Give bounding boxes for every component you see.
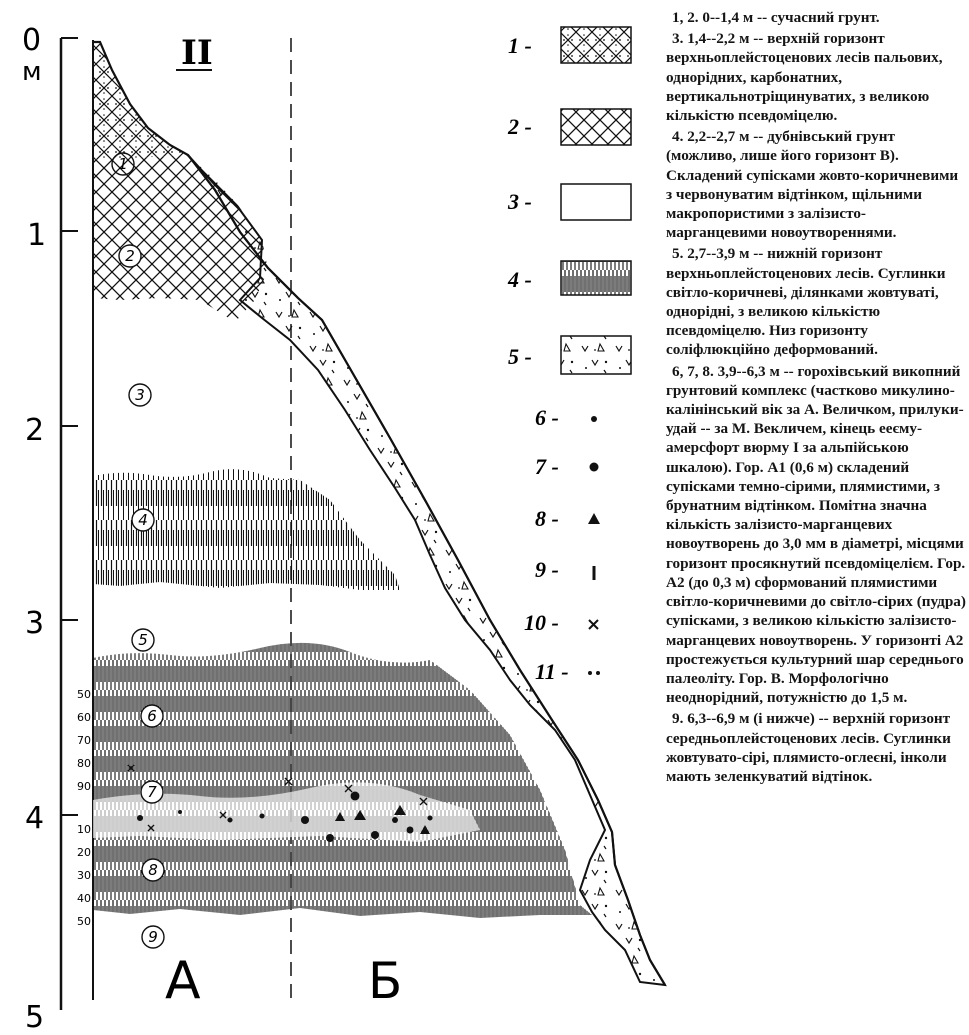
layer-marker-2: 2 bbox=[125, 247, 135, 265]
layer-marker-3: 3 bbox=[135, 386, 145, 404]
legend-num-3: 3 - bbox=[507, 189, 532, 214]
scale-num: 80 bbox=[77, 757, 91, 770]
depth-tick-3: 3 bbox=[25, 606, 44, 641]
scale-num: 70 bbox=[77, 734, 91, 747]
depth-tick-2: 2 bbox=[25, 413, 44, 448]
layer-marker-1: 1 bbox=[118, 155, 128, 173]
desc-layers-1-2: 1, 2. 0--1,4 м -- сучасний грунт. bbox=[672, 9, 880, 26]
layer-marker-5: 5 bbox=[138, 631, 148, 649]
section-label-b: Б bbox=[368, 952, 402, 1010]
layer-1-topsoil bbox=[93, 42, 188, 160]
layer-marker-4: 4 bbox=[138, 511, 148, 529]
inclusions bbox=[127, 764, 433, 842]
scale-num: 40 bbox=[77, 892, 91, 905]
desc-layer-3: 3. 1,4--2,2 м -- верхній горизонт верхнь… bbox=[666, 30, 943, 125]
depth-unit: м bbox=[22, 57, 42, 87]
depth-tick-4: 4 bbox=[25, 801, 44, 836]
legend-num-5: 5 - bbox=[508, 344, 532, 369]
scale-num: 60 bbox=[77, 711, 91, 724]
scale-num: 50 bbox=[77, 915, 91, 928]
legend-num-9: 9 - bbox=[535, 557, 559, 582]
layer-description-text: 1, 2. 0--1,4 м -- сучасний грунт. 3. 1,4… bbox=[666, 8, 966, 788]
sample-scale: 50 60 70 80 90 10 20 30 40 50 bbox=[77, 688, 91, 928]
legend-num-10: 10 - bbox=[524, 610, 559, 635]
desc-layer-4: 4. 2,2--2,7 м -- дубнівський грунт (можл… bbox=[666, 128, 959, 242]
legend-num-6: 6 - bbox=[535, 405, 559, 430]
desc-layer-5: 5. 2,7--3,9 м -- нижній горизонт верхньо… bbox=[666, 245, 946, 359]
section-label-a: А bbox=[165, 951, 201, 1011]
scale-num: 20 bbox=[77, 846, 91, 859]
scale-num: 10 bbox=[77, 823, 91, 836]
depth-tick-5: 5 bbox=[25, 1000, 44, 1035]
legend-num-11: 11 - bbox=[535, 659, 569, 684]
legend-swatch-5 bbox=[560, 335, 632, 375]
legend-num-8: 8 - bbox=[535, 506, 559, 531]
desc-layers-6-8: 6, 7, 8. 3,9--6,3 м -- горохівський вико… bbox=[666, 362, 966, 707]
layer-markers: 1 2 3 4 5 6 7 8 9 bbox=[111, 152, 165, 949]
legend-symbol-triangle bbox=[588, 513, 600, 524]
scale-num: 90 bbox=[77, 780, 91, 793]
legend-num-4: 4 - bbox=[507, 267, 532, 292]
legend: 1 - 2 - 3 - 4 - 5 - 6 - 7 - 8 - 9 - 10 -… bbox=[507, 26, 632, 684]
layer-4-buried-soil bbox=[93, 469, 400, 590]
legend-symbol-cross bbox=[588, 619, 599, 630]
horizon-a2-band bbox=[93, 782, 480, 842]
legend-symbol-small-dot bbox=[591, 416, 597, 422]
legend-swatch-3 bbox=[560, 183, 632, 221]
legend-num-1: 1 - bbox=[508, 33, 532, 58]
legend-symbol-double-dot bbox=[588, 671, 600, 675]
legend-symbol-large-dot bbox=[589, 462, 599, 472]
depth-axis: 0 м 1 2 3 4 5 bbox=[22, 23, 78, 1035]
legend-swatch-2 bbox=[560, 108, 632, 146]
legend-swatch-1 bbox=[560, 26, 632, 64]
layer-marker-9: 9 bbox=[148, 928, 158, 946]
scale-num: 30 bbox=[77, 869, 91, 882]
ground-surface-line bbox=[93, 40, 666, 986]
layer-6-8-soil-complex bbox=[93, 642, 592, 918]
layer-marker-6: 6 bbox=[147, 707, 157, 725]
layer-marker-8: 8 bbox=[148, 861, 158, 879]
legend-num-7: 7 - bbox=[535, 454, 559, 479]
desc-layer-9: 9. 6,3--6,9 м (і нижче) -- верхній гориз… bbox=[666, 710, 951, 785]
scale-num: 50 bbox=[77, 688, 91, 701]
section-roman-numeral: II bbox=[181, 33, 213, 73]
depth-tick-0: 0 bbox=[22, 23, 41, 58]
legend-swatch-4 bbox=[560, 260, 632, 296]
legend-num-2: 2 - bbox=[507, 114, 532, 139]
depth-tick-1: 1 bbox=[27, 218, 46, 253]
layer-marker-7: 7 bbox=[147, 783, 157, 801]
